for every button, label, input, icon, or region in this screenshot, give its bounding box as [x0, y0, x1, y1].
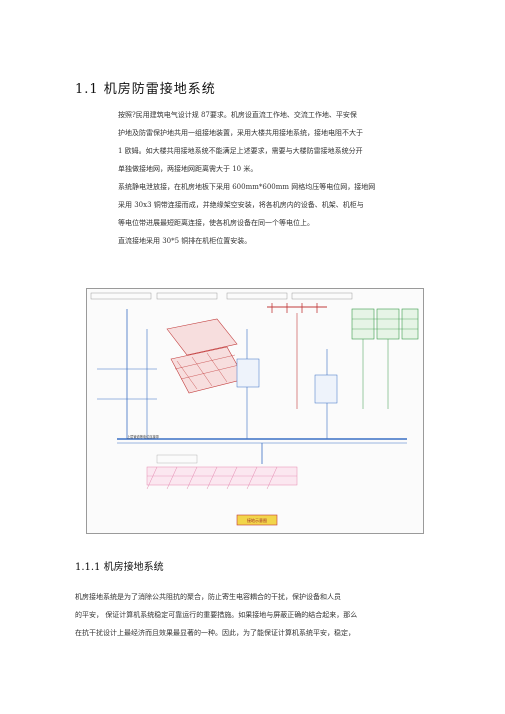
body-paragraph: 机房接地系统是为了消除公共阻抗的聚合，防止寄生电容耦合的干扰，保护设备和人员 的… [75, 588, 357, 642]
body-line: 机房接地系统是为了消除公共阻抗的聚合，防止寄生电容耦合的干扰，保护设备和人员 [75, 593, 341, 601]
intro-line: 护地及防雷保护地共用一组接地装置，采用大楼共用接地系统，接地电阻不大于 [118, 129, 363, 137]
intro-line: 采用 30x3 铜带连接而成，并绝缘架空安装，将各机房内的设备、机架、机柜与 [118, 201, 364, 209]
intro-line: 1 欧姆。如大楼共用接地系统不能满足上述要求，需要与大楼防雷接地系统分开 [118, 147, 363, 155]
grounding-diagram: 上层管道等电位连接带 接地示意图 [90, 292, 419, 526]
earth-mesh-left [166, 318, 246, 394]
figure-header-box [226, 292, 288, 300]
bus-bar-label: 上层管道等电位连接带 [127, 434, 160, 439]
intro-line: 按照?民用建筑电气设计规 87要求。机房设直流工作地、交流工作地、平安保 [118, 111, 357, 119]
diagram-title-tag: 接地示意图 [236, 514, 278, 526]
intro-paragraph: 按照?民用建筑电气设计规 87要求。机房设直流工作地、交流工作地、平安保 护地及… [118, 106, 375, 250]
section-title: 1.1 机房防雷接地系统 [75, 82, 216, 97]
intro-line: 等电位带进展最短距离连接，使各机房设备在同一个等电位上。 [118, 219, 314, 227]
grounding-risers [97, 309, 338, 439]
subsection-title: 1.1.1 机房接地系统 [75, 562, 164, 573]
intro-line: 系统静电泄放接，在机房地板下采用 600mm*600mm 网格均压等电位网，接地… [118, 183, 376, 191]
intro-line: 直流接地采用 30*5 铜排在机柜位置安装。 [118, 237, 252, 245]
body-line: 的平安， 保证计算机系统稳定可靠运行的重要措施。如果接地与屏蔽正确的结合起来，那… [75, 611, 358, 619]
equipment-cabinets [351, 308, 419, 409]
grounding-diagram-figure: 上层管道等电位连接带 接地示意图 [86, 288, 424, 534]
diagram-title-text: 接地示意图 [247, 517, 267, 523]
intro-line: 单独做接地网，两接地网距离需大于 10 米。 [118, 165, 258, 173]
earth-mesh-bottom [146, 454, 298, 490]
body-line: 在抗干扰设计上最经济而且效果最显著的一种。因此，为了能保证计算机系统平安，稳定， [75, 629, 355, 637]
figure-header-box [291, 292, 353, 300]
figure-header-box [90, 292, 152, 300]
lightning-rods [267, 303, 327, 409]
main-bus-bar: 上层管道等电位连接带 [117, 434, 407, 464]
figure-header-box [156, 292, 218, 300]
